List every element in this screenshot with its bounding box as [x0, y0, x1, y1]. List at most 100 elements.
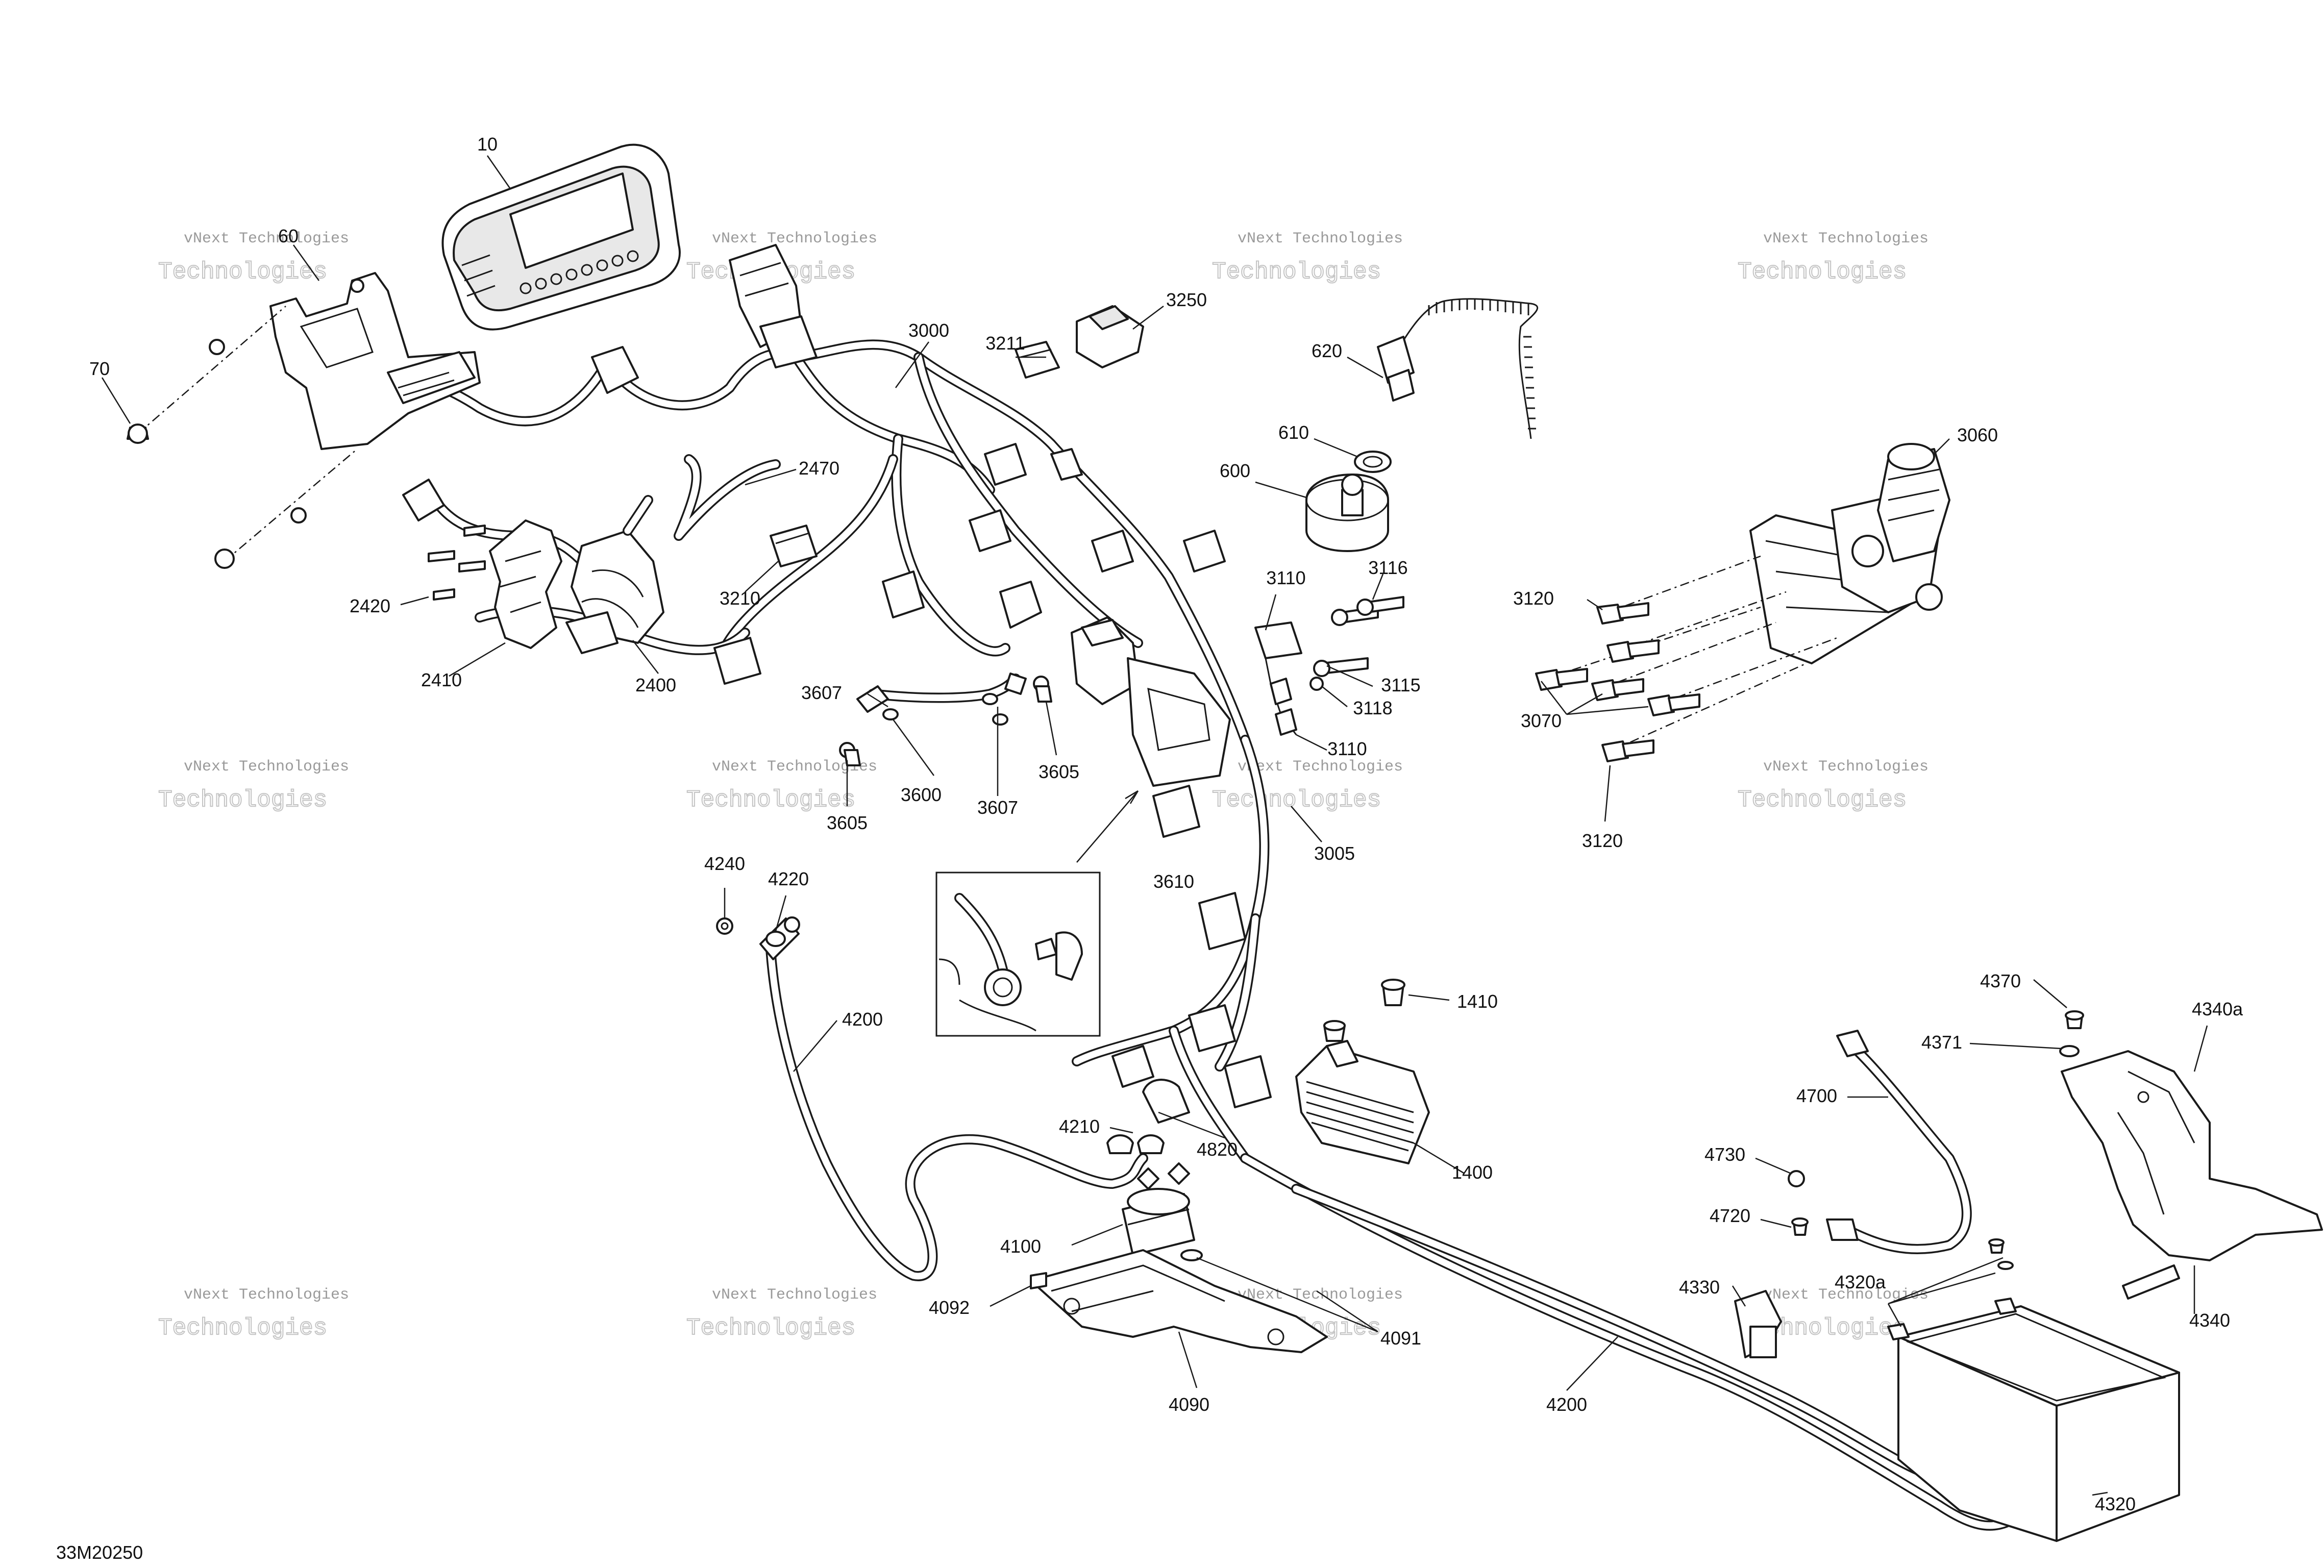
callout-3060: 3060 [1957, 425, 1998, 445]
callout-3110: 3110 [1266, 567, 1305, 588]
watermark: Technologies vNext Technologies [1212, 230, 1403, 286]
callout-1400: 1400 [1452, 1162, 1493, 1183]
callout-2470: 2470 [799, 458, 839, 479]
screw-2420[interactable] [402, 479, 486, 601]
svg-text:Technologies: Technologies [158, 1315, 327, 1341]
svg-text:vNext Technologies: vNext Technologies [184, 758, 349, 776]
display-gauge[interactable] [441, 143, 681, 331]
svg-text:vNext Technologies: vNext Technologies [1763, 230, 1929, 247]
connector-upper[interactable] [591, 244, 818, 394]
connector-3211[interactable] [1015, 341, 1060, 379]
switch-3250[interactable] [1076, 305, 1144, 368]
callout-70: 70 [89, 358, 110, 379]
watermark: Technologies vNext Technologies [686, 758, 877, 814]
callout-3600: 3600 [901, 784, 942, 805]
bolts-3116-3115[interactable] [1254, 596, 1404, 736]
callout-2420: 2420 [350, 595, 390, 616]
callout-4320a: 4320a [1835, 1272, 1886, 1292]
svg-text:vNext Technologies: vNext Technologies [1238, 758, 1403, 776]
figure-code: 33M20250 [56, 1542, 143, 1563]
display-bracket[interactable] [269, 272, 481, 450]
callout-4320: 4320 [2095, 1494, 2136, 1514]
callout-4700: 4700 [1796, 1085, 1837, 1106]
connector-mid[interactable] [882, 443, 1226, 629]
bolt-3070-3120[interactable] [1535, 555, 1838, 762]
callout-3115: 3115 [1381, 675, 1420, 695]
nut-4240-washer-4220[interactable] [716, 917, 786, 947]
callout-3607: 3607 [801, 682, 842, 703]
screw-70[interactable] [127, 306, 358, 569]
nut-610[interactable] [1354, 451, 1392, 473]
ground-cable-3600[interactable] [839, 673, 1052, 766]
watermark: Technologies vNext Technologies [158, 1286, 349, 1342]
svg-text:vNext Technologies: vNext Technologies [712, 230, 877, 247]
callout-3120-lower: 3120 [1582, 830, 1623, 851]
watermark: Technologies vNext Technologies [1737, 230, 1929, 286]
connector-lower-harness[interactable] [1111, 892, 1272, 1108]
callout-4220: 4220 [768, 868, 809, 889]
svg-text:vNext Technologies: vNext Technologies [1763, 758, 1929, 776]
svg-text:vNext Technologies: vNext Technologies [1238, 1286, 1403, 1304]
connector-3210[interactable] [770, 525, 818, 567]
clamp-4330[interactable] [1734, 1290, 1782, 1358]
switch-housing-2410[interactable] [489, 519, 562, 649]
battery-4320[interactable] [1887, 1298, 2180, 1542]
callout-60: 60 [278, 226, 299, 246]
callout-4340: 4340 [2189, 1310, 2230, 1331]
callout-3070: 3070 [1521, 710, 1562, 731]
svg-text:vNext Technologies: vNext Technologies [184, 1286, 349, 1304]
callout-3250: 3250 [1166, 289, 1207, 310]
callout-4200: 4200 [842, 1009, 883, 1030]
bracket-4340[interactable] [2061, 1050, 2323, 1300]
ecu-module[interactable] [1071, 616, 1231, 838]
callout-3000: 3000 [908, 320, 949, 341]
callout-4370: 4370 [1980, 970, 2021, 991]
svg-text:Technologies: Technologies [1212, 259, 1381, 285]
svg-text:vNext Technologies: vNext Technologies [1238, 230, 1403, 247]
callout-4820: 4820 [1197, 1139, 1238, 1160]
watermark: Technologies vNext Technologies [1737, 758, 1929, 814]
actuator-3060[interactable] [1749, 443, 1950, 664]
switch-2400[interactable] [565, 495, 664, 654]
battery-cable[interactable] [759, 916, 1148, 1281]
watermark: Technologies vNext Technologies [1212, 758, 1403, 814]
svg-text:Technologies: Technologies [158, 787, 327, 813]
svg-text:vNext Technologies: vNext Technologies [184, 230, 349, 247]
callout-labels: 10 60 70 3000 3211 3250 620 610 600 3060… [89, 134, 2243, 1514]
watermark: Technologies vNext Technologies [158, 758, 349, 814]
callout-10: 10 [477, 134, 498, 155]
bracket-4090[interactable] [1030, 1249, 1328, 1353]
starter-solenoid-4100[interactable] [1106, 1134, 1195, 1256]
callout-4090: 4090 [1169, 1394, 1209, 1415]
svg-text:Technologies: Technologies [1738, 787, 1907, 813]
callout-4240: 4240 [704, 853, 745, 874]
callout-4210: 4210 [1059, 1116, 1100, 1137]
callout-3110-lower: 3110 [1327, 738, 1367, 759]
screws-4370-4371-4730-4720[interactable] [1788, 1010, 2084, 1270]
callout-4100: 4100 [1000, 1236, 1041, 1257]
svg-text:Technologies: Technologies [686, 787, 855, 813]
callout-3116: 3116 [1368, 557, 1407, 578]
callout-3211: 3211 [985, 333, 1025, 354]
battery-positive-cable[interactable] [1826, 1030, 1972, 1255]
voltage-regulator-1400[interactable] [1295, 1040, 1430, 1164]
connector-4820-boot[interactable] [1142, 1079, 1190, 1124]
callout-4200-lower: 4200 [1546, 1394, 1587, 1415]
detail-inset-3610 [935, 790, 1139, 1037]
callout-610: 610 [1278, 422, 1309, 443]
dess-post-600[interactable] [1305, 474, 1389, 552]
svg-text:vNext Technologies: vNext Technologies [1763, 1286, 1929, 1304]
svg-text:Technologies: Technologies [1738, 259, 1907, 285]
callout-4092: 4092 [929, 1297, 970, 1318]
callout-3005: 3005 [1314, 843, 1355, 864]
watermark: Technologies vNext Technologies [158, 230, 349, 286]
callout-3605-right: 3605 [1039, 761, 1079, 782]
callout-3120: 3120 [1513, 588, 1554, 609]
tether-cord-620[interactable] [1377, 298, 1539, 439]
tube-2470[interactable] [674, 454, 781, 541]
callout-3610: 3610 [1153, 871, 1194, 892]
svg-text:vNext Technologies: vNext Technologies [712, 1286, 877, 1304]
callout-600: 600 [1220, 460, 1250, 481]
screw-1410[interactable] [1323, 979, 1405, 1042]
